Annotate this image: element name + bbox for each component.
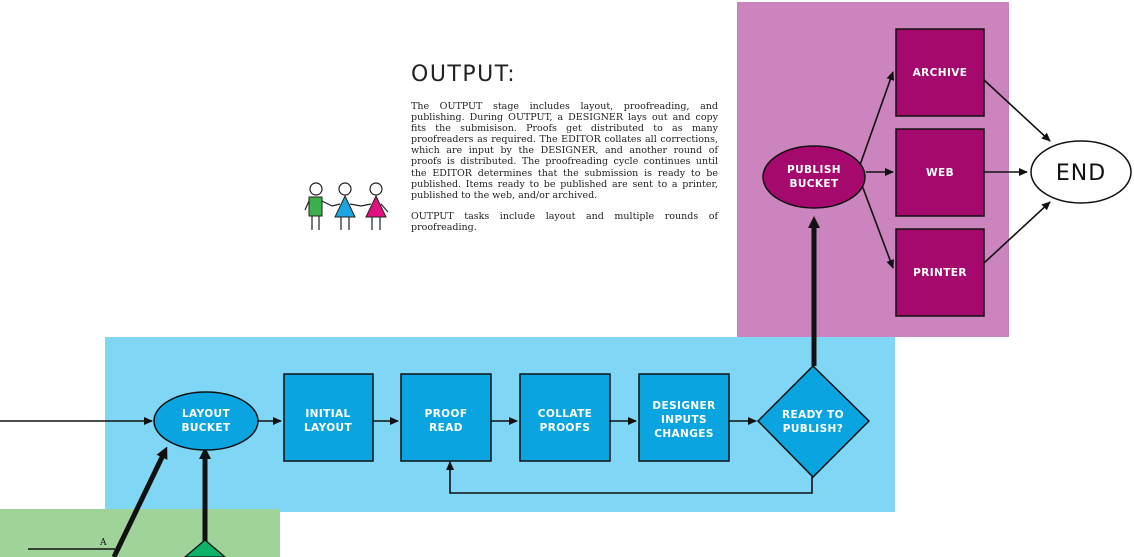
svg-text:BUCKET: BUCKET [789,178,839,190]
svg-text:PUBLISH: PUBLISH [787,164,841,176]
svg-text:LAYOUT: LAYOUT [304,422,352,434]
node-layout-bucket: LAYOUT BUCKET [153,391,259,451]
loop-back-arrow [446,461,813,494]
svg-text:LAYOUT: LAYOUT [182,408,230,420]
svg-text:DESIGNER: DESIGNER [652,400,715,412]
description-paragraph: The OUTPUT stage includes layout, proofr… [411,101,718,201]
svg-text:END: END [1056,161,1106,186]
output-description: OUTPUT: The OUTPUT stage includes layout… [411,62,718,243]
person-green-icon [304,182,333,230]
svg-text:ARCHIVE: ARCHIVE [913,67,968,79]
node-printer: PRINTER [895,228,985,317]
node-archive: ARCHIVE [895,28,985,117]
tasks-paragraph: OUTPUT tasks include layout and multiple… [411,210,718,233]
arrow-archive-to-end [983,79,1051,142]
node-collate-proofs: COLLATE PROOFS [519,373,611,462]
svg-text:PROOF: PROOF [425,408,468,420]
person-blue-icon [331,182,362,230]
node-publish-bucket: PUBLISH BUCKET [762,145,866,209]
node-web: WEB [895,128,985,217]
svg-text:INITIAL: INITIAL [305,408,350,420]
svg-text:PROOFS: PROOFS [540,422,591,434]
svg-text:WEB: WEB [926,167,954,179]
svg-text:CHANGES: CHANGES [654,428,714,440]
svg-text:READY TO: READY TO [782,409,844,421]
person-pink-icon [360,182,389,230]
node-proof-read: PROOF READ [400,373,492,462]
label-a: A [99,538,107,548]
svg-text:COLLATE: COLLATE [538,408,592,420]
node-initial-layout: INITIAL LAYOUT [283,373,374,462]
arrow-printer-to-end [983,201,1051,264]
input-decision-diamond [183,539,227,557]
node-designer-inputs-changes: DESIGNER INPUTS CHANGES [638,373,730,462]
svg-text:PUBLISH?: PUBLISH? [783,423,843,435]
arrow-publish-to-printer [859,179,894,269]
svg-text:BUCKET: BUCKET [181,422,231,434]
section-title: OUTPUT: [411,62,517,87]
node-end: END [1030,140,1132,204]
svg-text:INPUTS: INPUTS [661,414,707,426]
arrow-publish-to-archive [859,71,895,166]
people-icon [304,182,389,230]
svg-text:READ: READ [429,422,463,434]
svg-text:PRINTER: PRINTER [913,267,967,279]
diagonal-input-arrow [111,446,168,557]
node-ready-to-publish: READY TO PUBLISH? [756,364,871,479]
